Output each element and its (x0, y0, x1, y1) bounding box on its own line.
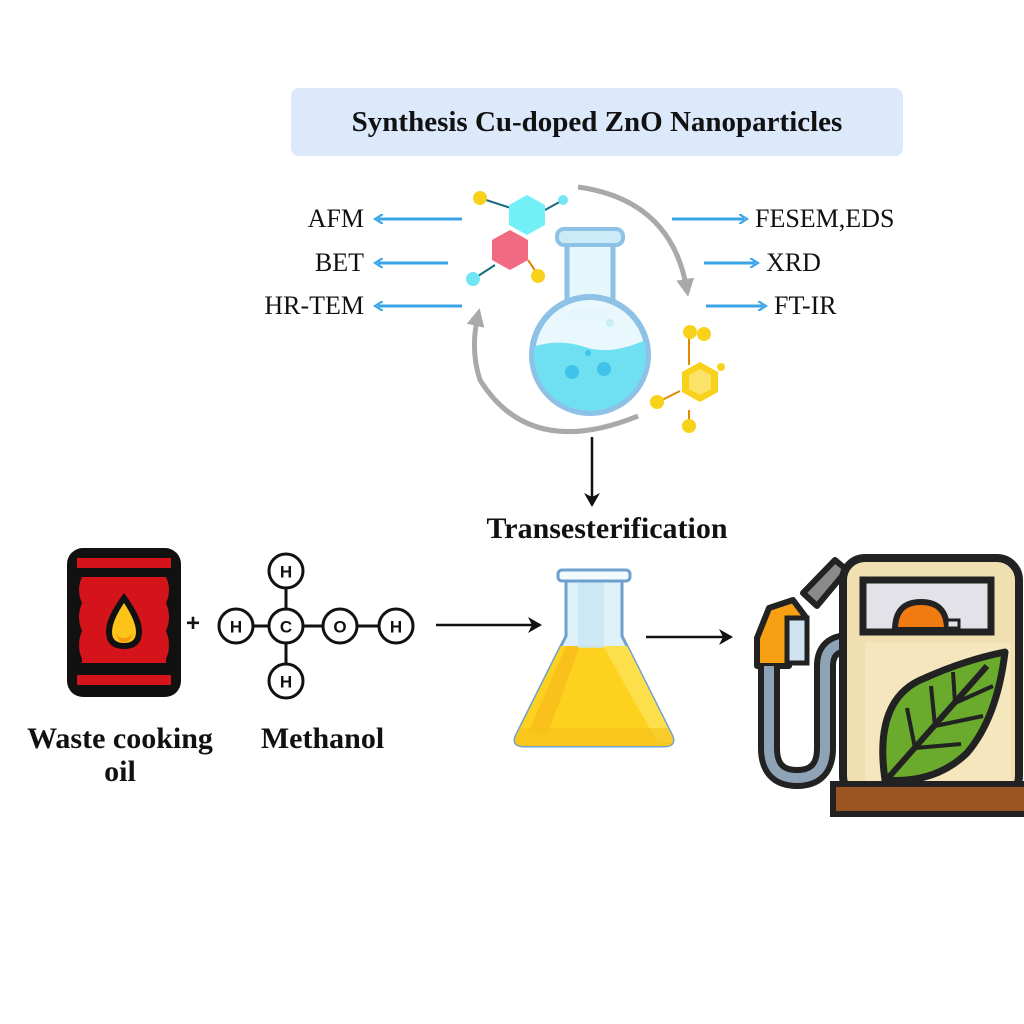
atom-label: H (390, 618, 402, 637)
molecule-icon-bottom-right (650, 325, 725, 433)
oil-label: Waste cooking oil (10, 722, 230, 788)
atom-label: H (230, 618, 242, 637)
atom-label: H (280, 563, 292, 582)
atom-h-top (267, 552, 305, 590)
atom-h-left (217, 607, 255, 645)
methanol-structure: H H C O H H (217, 552, 415, 700)
plus-sign: + (186, 610, 201, 637)
atom-h-right (377, 607, 415, 645)
pump-base (830, 781, 1024, 817)
char-label-afm: AFM (307, 204, 364, 233)
methanol-label: Methanol (260, 722, 385, 755)
char-label-xrd: XRD (766, 248, 821, 277)
cycle-arrow-right (577, 184, 695, 297)
atom-o (321, 607, 359, 645)
char-label-fesem-eds: FESEM,EDS (755, 204, 895, 233)
erlenmeyer-flask-icon (513, 568, 675, 748)
atom-c (267, 607, 305, 645)
atom-label: O (333, 618, 346, 637)
diagram-title: Synthesis Cu-doped ZnO Nanoparticles (351, 105, 843, 138)
char-label-hrtem: HR-TEM (264, 291, 364, 320)
molecule-icon-top-left (466, 191, 568, 286)
atom-h-bottom (267, 662, 305, 700)
atom-label: H (280, 673, 292, 692)
biofuel-pump-icon (754, 554, 1024, 817)
atom-label: C (280, 618, 292, 637)
oil-label-line1: Waste cooking (27, 722, 213, 755)
oil-label-line2: oil (104, 755, 136, 788)
oil-barrel-icon (67, 548, 181, 697)
molecule-dot (697, 327, 711, 341)
leaf-icon (878, 648, 1009, 788)
process-step-label: Transesterification (486, 512, 728, 545)
char-label-ftir: FT-IR (774, 291, 837, 320)
cycle-arrow-left (466, 308, 639, 435)
title-banner: Synthesis Cu-doped ZnO Nanoparticles (291, 88, 903, 156)
char-label-bet: BET (314, 248, 364, 277)
round-bottom-flask-icon (529, 227, 651, 416)
